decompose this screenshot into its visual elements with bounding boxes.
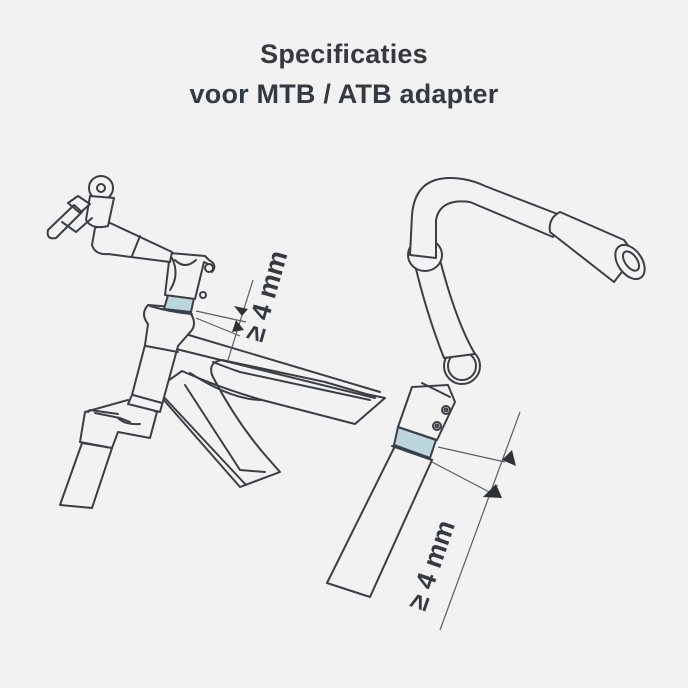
- head-tube: [127, 304, 195, 413]
- title-line-1: Specificaties: [260, 39, 428, 69]
- title-line-2: voor MTB / ATB adapter: [189, 79, 499, 109]
- dimension-label-right: ≥ 4 mm: [402, 516, 461, 614]
- brake-lever: [46, 204, 83, 240]
- adjust-bolt-1: [441, 405, 451, 415]
- stem-body: [91, 221, 173, 263]
- dimension-label-left: ≥ 4 mm: [239, 247, 293, 345]
- adjust-bolt-2: [432, 421, 442, 431]
- bike-frame-diagram: ≥ 4 mm: [46, 175, 386, 509]
- adapter-arm: [411, 251, 476, 359]
- clamp-bolt-bottom: [199, 291, 207, 299]
- clamp-bolt-top: [204, 263, 214, 273]
- handlebar: [409, 177, 561, 259]
- fork-leg: [59, 442, 113, 509]
- adapter-diagram: ≥ 4 mm: [326, 177, 646, 631]
- page-title: Specificaties voor MTB / ATB adapter: [0, 34, 688, 114]
